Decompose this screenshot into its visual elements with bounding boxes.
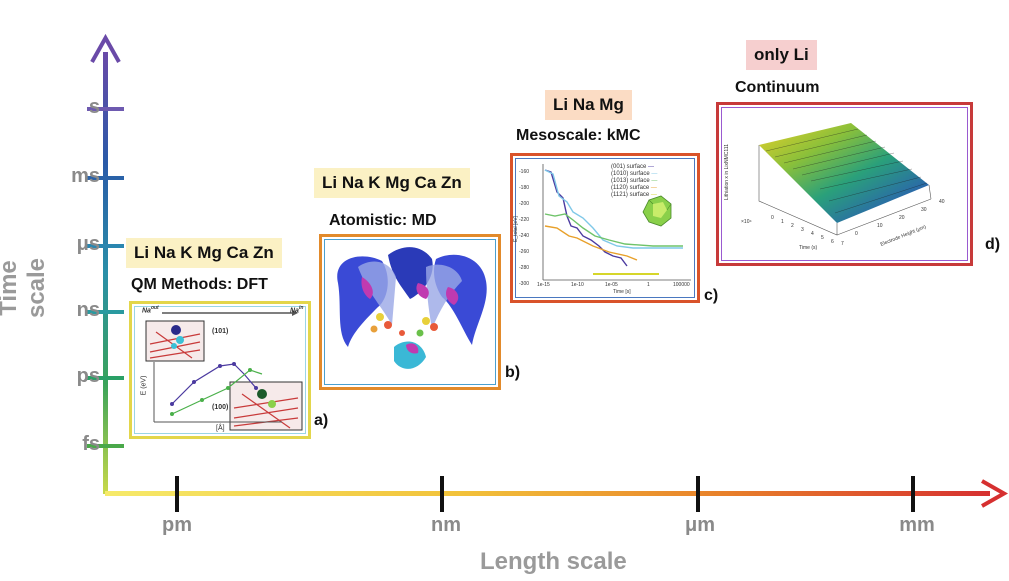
continuum-y-tick: 40 — [939, 199, 945, 205]
panel-c-method-title: Mesoscale: kMC — [516, 127, 641, 144]
kmc-y-ticks: -160 -180 -200 -220 -240 -260 -280 -300 — [519, 164, 529, 292]
continuum-x-scale: ×10⁴ — [741, 219, 752, 225]
kmc-y-tick: -280 — [519, 265, 530, 271]
kmc-x-tick: 1e-15 — [537, 282, 550, 288]
kmc-y-tick: -200 — [519, 201, 530, 207]
panel-a-elements-tag: Li Na K Mg Ca Zn — [126, 238, 282, 268]
continuum-x-tick: 2 — [791, 223, 794, 229]
kmc-y-tick: -160 — [519, 169, 530, 175]
continuum-y-tick: 20 — [899, 215, 905, 221]
continuum-x-tick: 6 — [831, 239, 834, 245]
kmc-y-tick: -180 — [519, 185, 530, 191]
panel-b-letter: b) — [505, 364, 521, 381]
continuum-x-tick: 5 — [821, 235, 824, 241]
continuum-x-tick: 4 — [811, 231, 814, 237]
panel-c-letter: c) — [704, 287, 719, 304]
kmc-legend-item: (1013) surface — — [611, 178, 658, 184]
y-axis-ticks — [87, 107, 124, 448]
dft-xlabel: [Å] — [216, 425, 225, 432]
panel-b-elements-tag: Li Na K Mg Ca Zn — [314, 168, 470, 198]
kmc-xlabel: Time [s] — [613, 289, 631, 295]
y-axis-line — [103, 52, 108, 494]
x-tick-label-mm: mm — [899, 514, 935, 536]
y-axis-title: Time scale — [0, 257, 50, 319]
x-axis-title: Length scale — [480, 548, 627, 575]
dft-na-out-label: Naout — [142, 305, 159, 315]
continuum-zlabel: Lithiation x in LixNMC111 — [723, 144, 730, 200]
y-tick-label-fs: fs — [82, 433, 100, 455]
kmc-x-tick: 1 — [647, 282, 650, 288]
continuum-x-tick: 7 — [841, 241, 844, 247]
kmc-y-tick: -300 — [519, 281, 530, 287]
panel-b-frame — [319, 234, 501, 390]
kmc-y-tick: -220 — [519, 217, 530, 223]
panel-d-letter: d) — [985, 236, 1001, 253]
panel-d-elements-tag: only Li — [746, 40, 817, 70]
continuum-y-tick: 30 — [921, 207, 927, 213]
kmc-legend: (001) surface — (1010) surface — (1013) … — [611, 164, 657, 199]
kmc-legend-item: (001) surface — — [611, 164, 655, 170]
panel-c-frame: (001) surface — (1010) surface — (1013) … — [510, 153, 700, 303]
continuum-x-tick: 1 — [781, 219, 784, 225]
continuum-y-tick: 0 — [855, 231, 858, 237]
x-axis-arrowhead — [981, 479, 1009, 508]
continuum-y-tick: 10 — [877, 223, 883, 229]
y-tick-label-ps: ps — [76, 365, 100, 387]
dft-facet-100: (100) — [212, 404, 229, 411]
x-tick-label-nm: nm — [431, 514, 461, 536]
dft-facet-101: (101) — [212, 328, 229, 335]
kmc-x-tick: 1e-05 — [605, 282, 618, 288]
continuum-x-tick: 0 — [771, 215, 774, 221]
y-tick-label-ms: ms — [71, 165, 100, 187]
kmc-x-tick: 100000 — [673, 282, 690, 288]
kmc-x-tick: 1e-10 — [571, 282, 584, 288]
panel-a-letter: a) — [314, 412, 329, 429]
continuum-x-tick: 3 — [801, 227, 804, 233]
panel-b-method-title: Atomistic: MD — [329, 212, 437, 229]
md-isosurface — [337, 247, 487, 369]
kmc-ylabel: E_total [eV] — [512, 216, 519, 242]
kmc-y-tick: -240 — [519, 233, 530, 239]
x-axis-line — [105, 491, 990, 496]
kmc-legend-item: (1120) surface — — [611, 185, 657, 191]
y-tick-label-s: s — [88, 96, 100, 118]
panel-a-method-title: QM Methods: DFT — [131, 276, 268, 293]
dft-plot — [145, 310, 303, 431]
x-tick-label-um: μm — [684, 514, 716, 536]
panel-a-frame: Naout Nain (101) (100) E (eV) [Å] — [129, 301, 311, 439]
kmc-legend-item: (1010) surface — — [611, 171, 658, 177]
x-tick-label-pm: pm — [162, 514, 192, 536]
panel-d-method-title: Continuum — [735, 79, 820, 96]
kmc-legend-item: (1121) surface — — [611, 192, 657, 198]
x-axis-ticks — [175, 476, 915, 512]
y-tick-label-ns: ns — [76, 299, 100, 321]
dft-ylabel: E (eV) — [140, 375, 148, 396]
continuum-xlabel: Time (s) — [799, 245, 818, 251]
continuum-surface-plot — [758, 123, 932, 236]
panel-c-elements-tag: Li Na Mg — [545, 90, 632, 120]
kmc-plot — [542, 164, 691, 281]
panel-d-frame: Lithiation x in LixNMC111 ×10⁴ 0 1 2 3 4… — [716, 102, 973, 266]
y-tick-label-us: μs — [76, 233, 100, 255]
dft-na-in-label: Nain — [290, 305, 304, 315]
kmc-y-tick: -260 — [519, 249, 530, 255]
y-axis-arrowhead — [90, 33, 121, 63]
